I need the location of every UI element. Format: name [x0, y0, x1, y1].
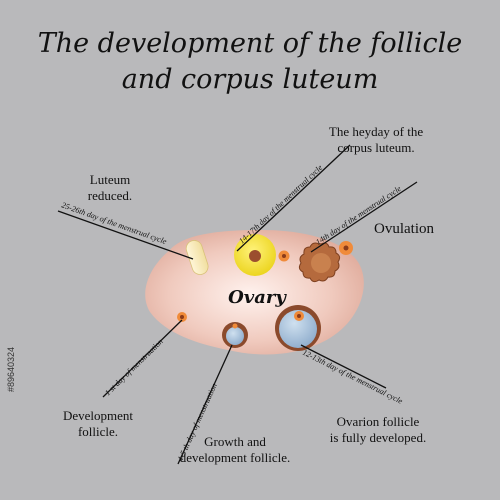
page-title-line2: and corpus luteum	[121, 64, 379, 95]
day-text-development: 1 st day of menstruation	[103, 337, 165, 397]
label-growth-line1: Growth and	[204, 434, 266, 449]
pointer-line-luteum-reduced	[57, 210, 194, 260]
pointer-line-development	[102, 319, 183, 398]
label-ovarion-line2: is fully developed.	[329, 430, 427, 446]
page-title-line1: The development of the follicle	[37, 28, 463, 59]
label-heyday-line1: The heyday of the	[328, 124, 424, 139]
small-follicle-top	[339, 241, 353, 255]
pointer-line-ovarion	[300, 344, 387, 389]
ovulation-follicle	[298, 242, 341, 283]
day-text-ovarion: 12-13th day of the menstrual cycle	[301, 348, 404, 406]
pointer-line-heyday	[236, 144, 351, 252]
label-development-line1: Development	[62, 408, 134, 423]
label-growth-line2: development follicle.	[179, 450, 291, 466]
label-growth: Growth and development follicle.	[160, 434, 310, 467]
pointer-line-ovulation	[310, 181, 418, 253]
growing-follicle	[222, 322, 248, 348]
pointer-line-growth	[177, 344, 233, 465]
day-text-luteum-reduced: 25-26th day of the menstrual cycle	[60, 200, 168, 246]
label-luteum-reduced: Luteum reduced.	[70, 172, 150, 205]
label-ovulation: Ovulation	[374, 221, 434, 237]
reduced-luteum-body	[185, 240, 209, 275]
mature-follicle	[275, 305, 321, 351]
pointer-lines	[57, 144, 418, 465]
label-heyday: The heyday of the corpus luteum.	[308, 124, 444, 157]
small-follicle-mid	[278, 250, 290, 262]
label-luteum-reduced-line2: reduced.	[87, 188, 133, 204]
ovary-label: Ovary	[228, 287, 287, 308]
label-ovarion-line1: Ovarion follicle	[336, 414, 420, 429]
label-luteum-reduced-line1: Luteum	[89, 172, 131, 187]
label-development: Development follicle.	[48, 408, 148, 441]
stock-id: #89640324	[6, 346, 16, 392]
label-heyday-line2: corpus luteum.	[337, 140, 415, 156]
label-ovarion: Ovarion follicle is fully developed.	[318, 414, 438, 447]
primordial-follicle	[177, 312, 187, 322]
label-development-line2: follicle.	[77, 424, 119, 440]
